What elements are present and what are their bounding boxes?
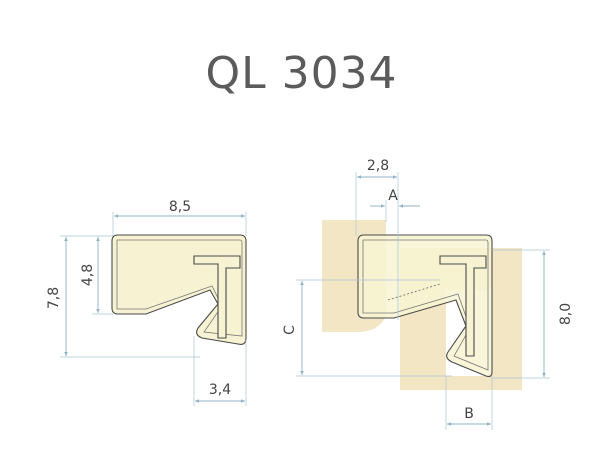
top-dim-label: 2,8 [367, 158, 389, 174]
left-lip-label: 3,4 [209, 382, 231, 398]
left-profile-slot [193, 255, 241, 339]
right-profile-slot [439, 255, 487, 357]
a-dim-label: A [388, 188, 398, 204]
h-dim-label: 8,0 [558, 303, 574, 325]
left-width-label: 8,5 [169, 199, 191, 215]
right-profile-body [357, 234, 493, 378]
compression-line [387, 283, 441, 301]
product-title: QL 3034 [205, 48, 398, 99]
left-height-label: 7,8 [46, 287, 62, 309]
b-dim-label: B [464, 406, 474, 422]
right-profile-assembly: 2,8 A C 8,0 B [282, 158, 574, 430]
right-profile-inner-line [362, 239, 489, 371]
c-dim-label: C [282, 325, 298, 335]
left-profile-inner-line [116, 239, 243, 337]
left-profile: 8,5 7,8 4,8 3,4 [46, 199, 247, 406]
left-inner-height-label: 4,8 [80, 264, 96, 286]
